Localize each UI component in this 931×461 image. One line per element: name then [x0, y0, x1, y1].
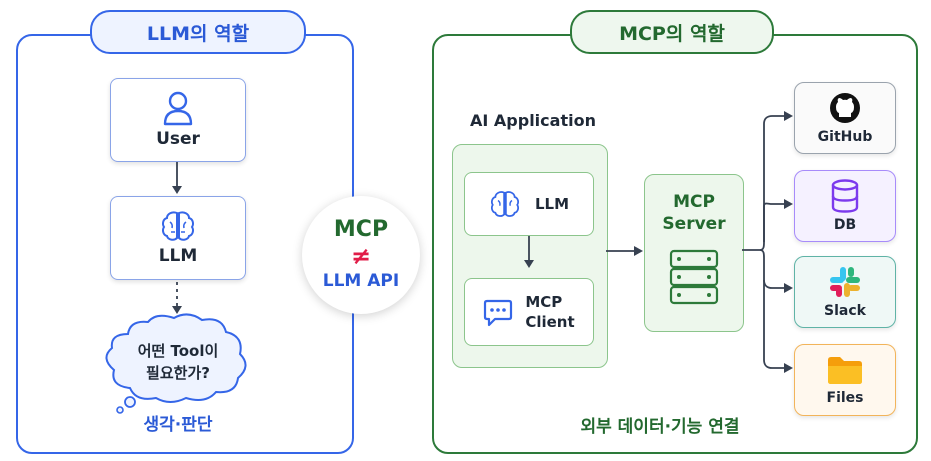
github-icon — [830, 93, 860, 123]
not-equal-symbol: ≠ — [350, 242, 372, 270]
brain-icon — [162, 211, 194, 241]
llm-to-thought-dashed-arrow — [172, 282, 182, 314]
thought-line-1: 어떤 Tool이 — [137, 342, 219, 360]
mcp-server-line-2: Server — [662, 214, 726, 234]
ai-application-title: AI Application — [470, 111, 596, 130]
app-llm-label: LLM — [534, 195, 570, 213]
user-box: User — [110, 78, 246, 162]
database-icon — [831, 179, 859, 213]
llm-role-title: LLM의 역할 — [90, 10, 306, 54]
user-to-llm-arrow — [172, 162, 182, 194]
folder-icon — [828, 357, 862, 384]
files-target: Files — [794, 344, 896, 416]
slack-target: Slack — [794, 256, 896, 328]
app-llm-box: LLM — [464, 172, 594, 236]
files-label: Files — [826, 390, 864, 406]
user-label: User — [156, 129, 200, 149]
llm-label: LLM — [158, 246, 198, 266]
github-label: GitHub — [817, 129, 873, 145]
mcp-role-title: MCP의 역할 — [570, 10, 774, 54]
thought-text: 어떤 Tool이 필요한가? — [112, 340, 244, 384]
server-icon — [669, 249, 719, 305]
badge-llm-api-text: LLM API — [322, 271, 400, 291]
mcp-server-box: MCP Server — [644, 174, 744, 332]
db-target: DB — [794, 170, 896, 242]
github-target: GitHub — [794, 82, 896, 154]
llm-role-caption: 생각·판단 — [143, 415, 213, 435]
slack-icon — [830, 267, 860, 297]
brain-icon — [490, 191, 519, 217]
db-label: DB — [833, 217, 857, 233]
mcp-not-llm-api-badge: MCP ≠ LLM API — [302, 196, 420, 314]
mcp-server-line-1: MCP — [673, 192, 715, 212]
mcp-role-caption: 외부 데이터·기능 연결 — [580, 417, 740, 437]
chat-bubble-icon — [484, 299, 513, 327]
badge-mcp-text: MCP — [333, 217, 389, 242]
server-to-targets-connectors — [742, 111, 793, 373]
user-icon — [163, 91, 193, 126]
llm-to-client-arrow — [524, 236, 534, 268]
mcp-client-line-1: MCP — [525, 293, 563, 311]
mcp-client-box: MCP Client — [464, 278, 594, 346]
app-to-server-arrow — [606, 246, 643, 256]
slack-label: Slack — [824, 303, 866, 319]
thought-bubble — [105, 313, 247, 414]
llm-box: LLM — [110, 196, 246, 280]
thought-line-2: 필요한가? — [146, 364, 210, 382]
mcp-client-line-2: Client — [525, 313, 575, 331]
